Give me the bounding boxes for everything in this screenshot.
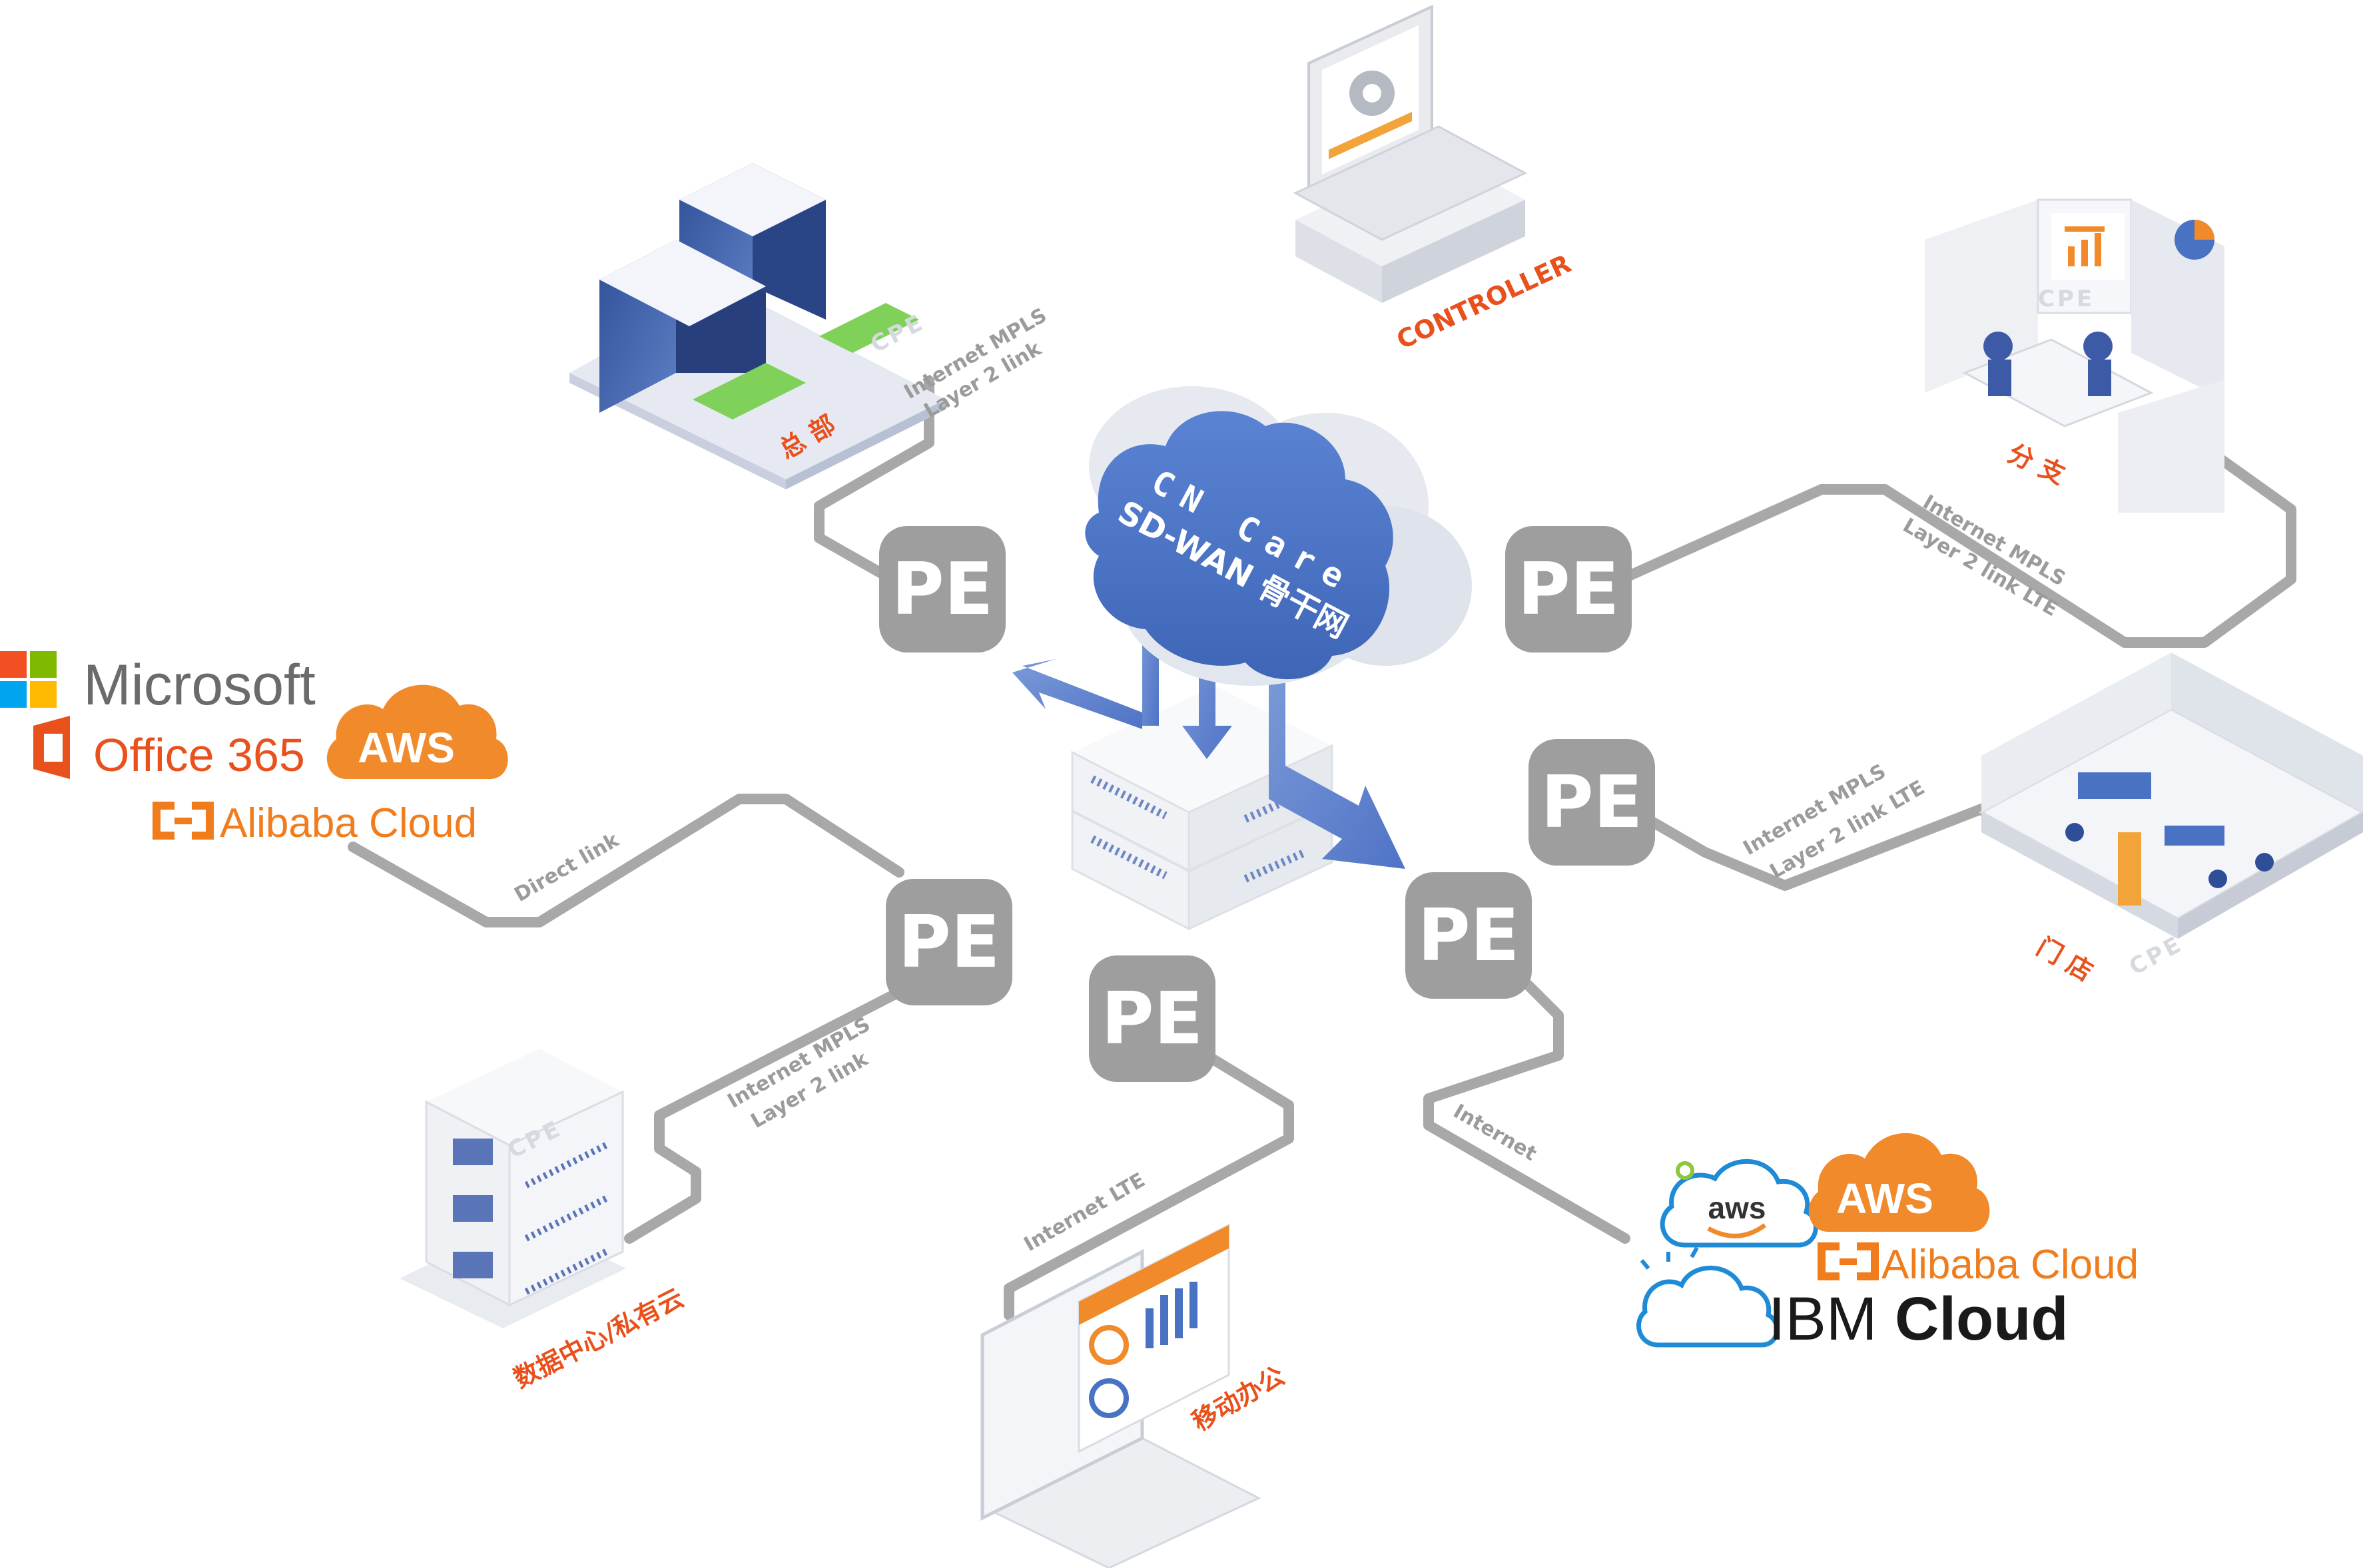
saas-left: Microsoft Office 365 Alibaba Cloud AWS [0,651,508,846]
store-room: CPE 门 店 Internet MPLS Layer 2 link LTE [1740,653,2363,987]
store-cpe-label: CPE [2125,931,2187,981]
ibm-cloud-label: Cloud [1895,1285,2069,1353]
cable-branch [1613,437,2296,648]
cable-mobile [1004,1053,1294,1320]
internet-link-label: Internet [1449,1100,1540,1166]
branch-cpe-label: CPE [2038,286,2095,312]
sdwan-cloud: CN Care SD-WAN 骨干网 [1085,386,1472,686]
svg-text:PE: PE [1418,894,1520,977]
office-label: Office 365 [93,729,305,781]
svg-text:PE: PE [1541,761,1643,844]
alibaba-logo-icon [153,802,214,840]
svg-text:PE: PE [892,548,994,631]
aws-label-left: AWS [358,724,455,772]
aws-cloud-icon [1808,1133,1990,1232]
hq-building: CPE 总 部 Internet MPLS Layer 2 link [569,163,1051,489]
svg-text:PE: PE [898,901,1000,984]
aws-label-right: AWS [1836,1175,1933,1222]
cable-dc [624,987,904,1244]
office-logo-icon [33,716,70,779]
pe-node-internet: PE [1405,872,1532,999]
ibm-label: IBM [1768,1285,1877,1353]
branch-label: 分 支 [2003,438,2069,490]
ibm-cloud-icon [1636,1246,1780,1348]
cable-internet [1423,980,1630,1244]
mobile-laptop: 移动办公 Internet LTE [980,1169,1289,1568]
cable-layer [348,376,2296,1320]
store-label: 门 店 [2032,932,2098,987]
cable-hq [814,376,934,579]
svg-text:PE: PE [1102,977,1203,1061]
aws-cloud-icon [326,684,508,779]
pe-node-mobile: PE [1089,955,1215,1082]
microsoft-logo-icon [0,651,57,708]
pe-node-branch: PE [1505,526,1632,653]
pe-nodes: PE PE PE PE PE PE [879,526,1655,1082]
microsoft-label: Microsoft [83,653,316,717]
pe-node-store: PE [1528,739,1655,866]
alibaba-label-right: Alibaba Cloud [1881,1242,2139,1288]
alibaba-label-left: Alibaba Cloud [220,800,477,846]
direct-link-label: Direct link [511,828,624,907]
datacenter-stack: CPE 数据中心/私有云 Internet MPLS Layer 2 link [400,1013,874,1394]
alibaba-logo-icon [1818,1242,1879,1280]
controller-laptop: CONTROLLER [1293,4,1575,355]
cable-direct [348,794,904,927]
aws-small-label: aws [1708,1190,1766,1225]
pe-node-datacenter: PE [886,879,1012,1005]
svg-text:PE: PE [1518,548,1620,631]
saas-right: aws AWS Alibaba Cloud IBM Cloud [1636,1133,2139,1353]
pe-node-hq: PE [879,526,1006,653]
branch-office: CPE 分 支 Internet MPLS Layer 2 link LTE [1899,198,2224,621]
